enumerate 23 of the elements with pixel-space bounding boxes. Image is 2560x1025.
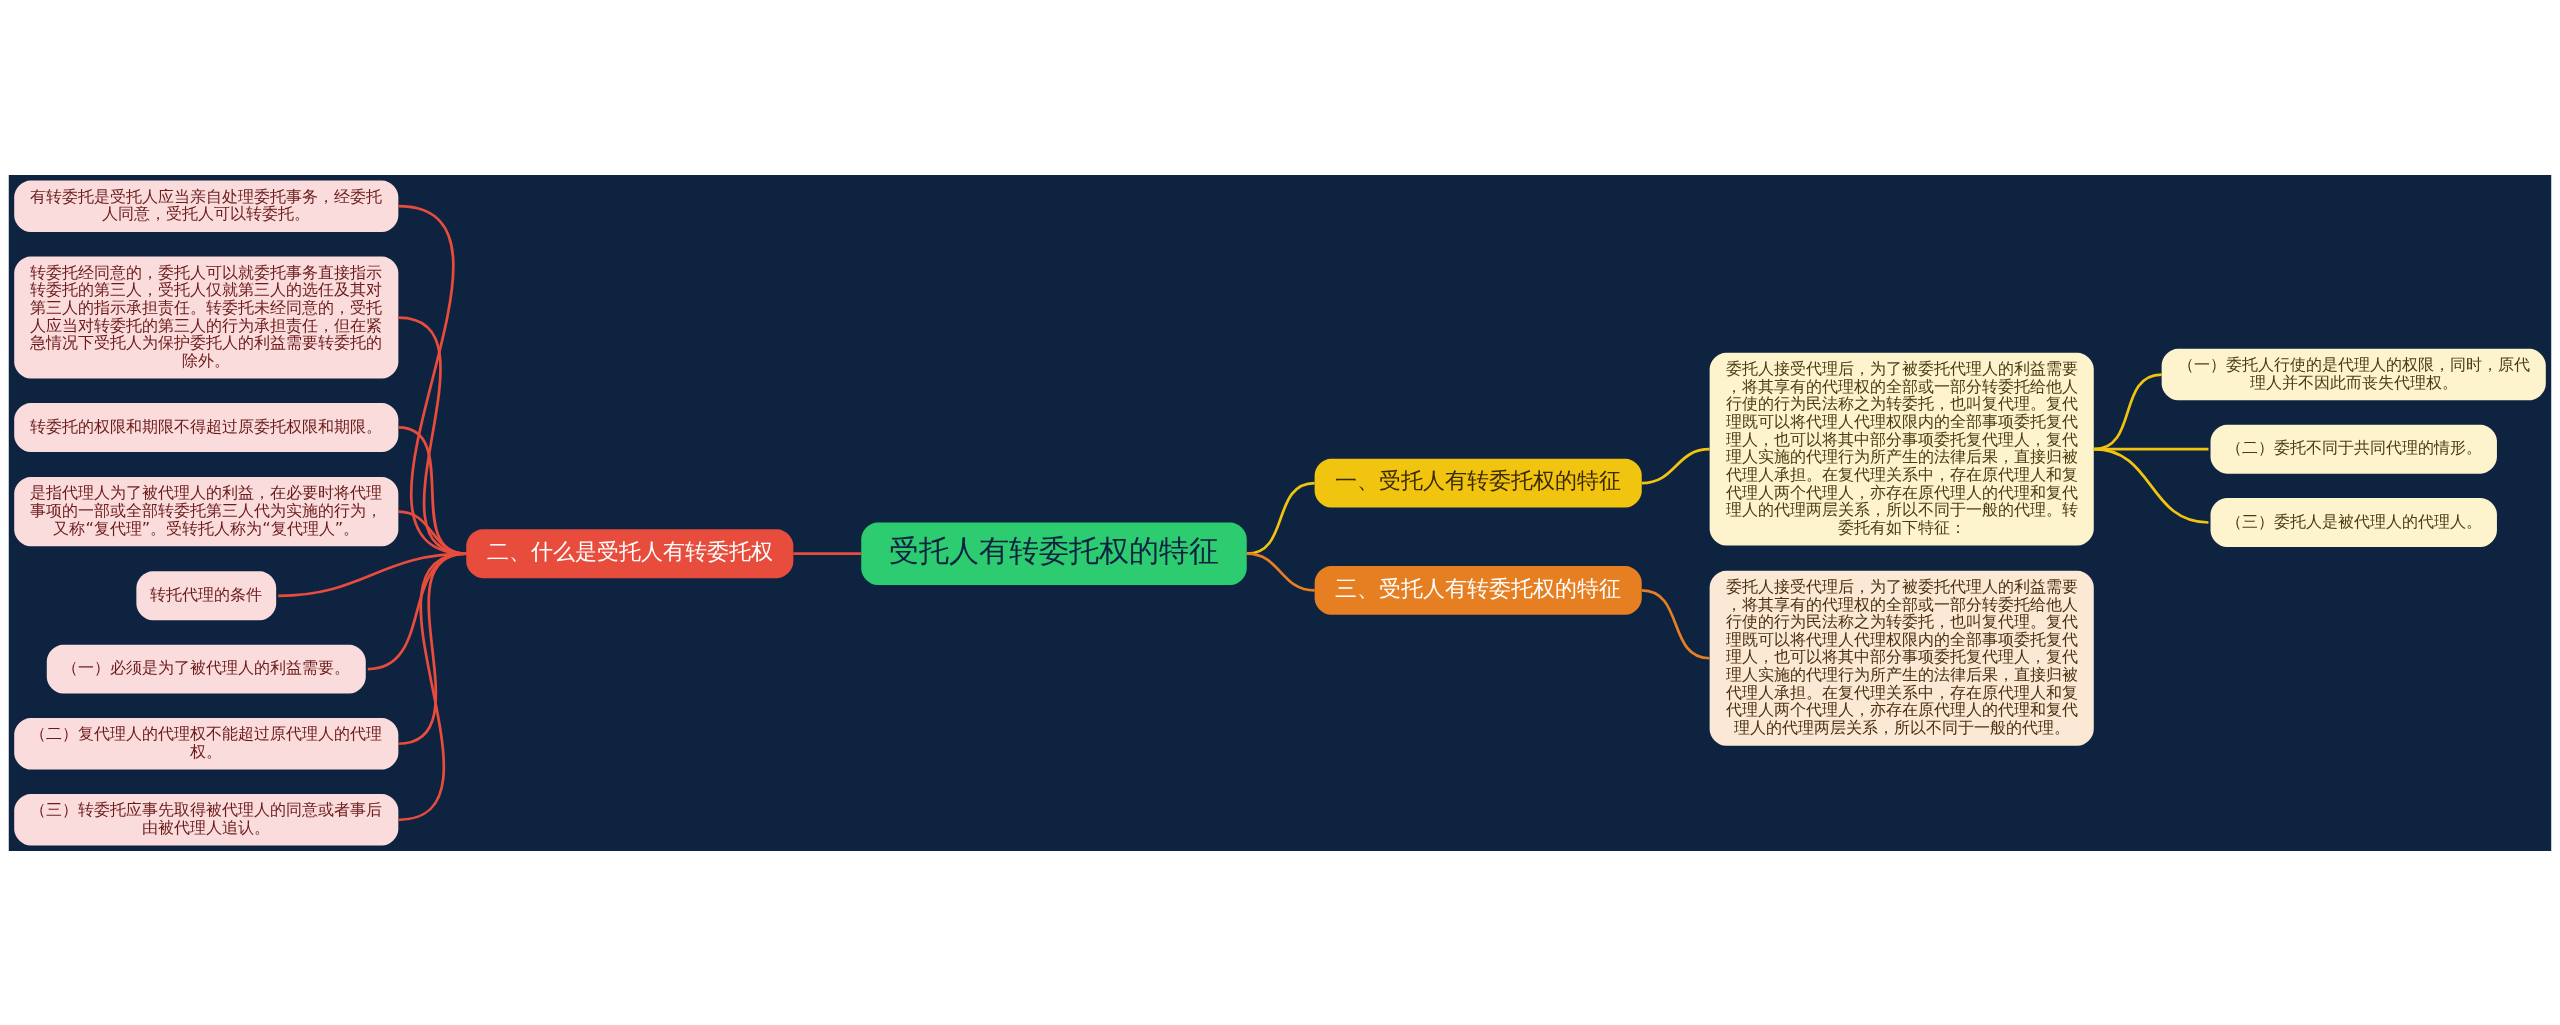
node-box: 转委托的权限和期限不得超过原委托权限和期限。 xyxy=(14,402,399,452)
node-box: 有转委托是受托人应当亲自处理委托事务，经委托人同意，受托人可以转委托。 xyxy=(14,179,399,232)
node-box: （一）必须是为了被代理人的利益需要。 xyxy=(46,644,366,694)
connector xyxy=(1246,481,1315,555)
node-box: 二、什么是受托人有转委托权 xyxy=(466,528,794,578)
node-box: 是指代理人为了被代理人的利益，在必要时将代理事项的一部或全部转委托第三人代为实施的行为，又称“复代理”。受转托人称为“复代理人”。 xyxy=(14,476,399,546)
connector xyxy=(1641,447,1710,484)
node-box: 转托代理的条件 xyxy=(136,570,277,620)
node-box: 三、受托人有转委托权的特征 xyxy=(1314,565,1642,615)
node-box: （三）转委托应事先取得被代理人的同意或者事后由被代理人追认。 xyxy=(14,793,399,846)
node-box: 受托人有转委托权的特征 xyxy=(861,522,1247,585)
connector xyxy=(1246,551,1315,592)
node-box: （二）复代理人的代理权不能超过原代理人的代理权。 xyxy=(14,717,399,770)
node-box: （二）委托不同于共同代理的情形。 xyxy=(2210,424,2497,474)
connector xyxy=(793,551,862,555)
connector xyxy=(1641,588,1710,660)
node-box: 转委托经同意的，委托人可以就委托事务直接指示转委托的第三人，受托人仅就第三人的选任及其对第三人的指示承担责任。转委托未经同意的，受托人应当对转委托的第三人的行为承担责任，但在紧急情况下受托人为保护委托人的利益需要转委托的除外。 xyxy=(14,255,399,379)
node-box: 委托人接受代理后，为了被委托代理人的利益需要，将其享有的代理权的全部或一部分转委托给他人行使的行为民法称之为转委托，也叫复代理。复代理既可以将代理人代理权限内的全部事项委托复代理人，也可以将其中部分事项委托复代理人，复代理人实施的代理行为所产生的法律后果，直接归被代理人承担。在复代理关系中，存在原代理人和复代理人两个代理人，亦存在原代理人的代理和复代理人的代理两层关系，所以不同于一般的代理。 xyxy=(1709,570,2094,746)
node-box: （一）委托人行使的是代理人的权限，同时，原代理人并不因此而丧失代理权。 xyxy=(2161,348,2546,400)
connector xyxy=(2093,447,2209,524)
node-box: 委托人接受代理后，为了被委托代理人的利益需要，将其享有的代理权的全部或一部分转委托给他人行使的行为民法称之为转委托，也叫复代理。复代理既可以将代理人代理权限内的全部事项委托复代理人，也可以将其中部分事项委托复代理人，复代理人实施的代理行为所产生的法律后果，直接归被代理人承担。在复代理关系中，存在原代理人和复代理人两个代理人，亦存在原代理人的代理和复代理人的代理两层关系，所以不同于一般的代理。转委托有如下特征： xyxy=(1709,352,2094,546)
node-box: 一、受托人有转委托权的特征 xyxy=(1314,458,1642,508)
node-box: （三）委托人是被代理人的代理人。 xyxy=(2210,497,2497,547)
